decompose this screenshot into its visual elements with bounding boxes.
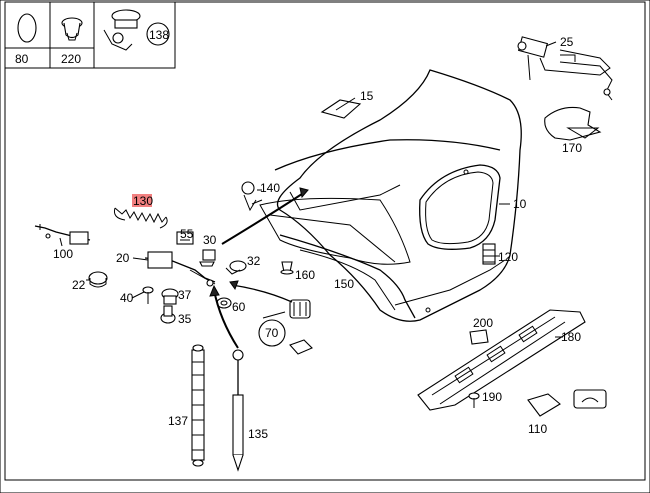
- legend-label-80: 80: [15, 52, 29, 66]
- part-160: [280, 261, 294, 275]
- screw-40: [142, 286, 154, 304]
- rail-180: [417, 309, 586, 411]
- cable-100: [34, 224, 91, 247]
- label-180: 180: [561, 330, 581, 344]
- label-190: 190: [482, 390, 502, 404]
- label-135: 135: [248, 427, 268, 441]
- label-130[interactable]: 130: [133, 194, 153, 208]
- label-160: 160: [295, 268, 315, 282]
- label-22: 22: [72, 278, 86, 292]
- label-25: 25: [560, 35, 574, 49]
- part-37: [161, 288, 179, 305]
- panel-15: [320, 99, 362, 119]
- bracket-170: [544, 106, 602, 141]
- light-110: [527, 389, 607, 417]
- label-170: 170: [562, 141, 582, 155]
- label-60: 60: [232, 300, 246, 314]
- label-150: 150: [334, 277, 354, 291]
- label-32: 32: [247, 254, 261, 268]
- legend-label-138: 138: [149, 28, 169, 42]
- plug-220-icon: [61, 17, 83, 41]
- label-120: 120: [498, 250, 518, 264]
- arrows: [209, 187, 309, 349]
- screw-190: [468, 392, 480, 408]
- lock-assembly-25: [517, 36, 613, 101]
- label-10: 10: [513, 197, 527, 211]
- spring-130: [114, 207, 168, 229]
- highlight-130: [132, 194, 152, 207]
- part-labels: 15 25 170 10 140 130 30 55 100 20 32 160…: [53, 35, 582, 441]
- label-35: 35: [178, 312, 192, 326]
- gas-strut-137: [191, 344, 205, 467]
- leader-lines: [86, 41, 563, 338]
- bumper-120: [482, 243, 496, 265]
- bolt-30: [199, 249, 216, 267]
- label-110: 110: [528, 422, 547, 436]
- label-15: 15: [360, 89, 374, 103]
- clip-138-icon: [103, 9, 170, 51]
- washer-80-icon: [17, 13, 37, 43]
- part-200: [469, 329, 489, 345]
- lock-mechanism-20: [144, 231, 216, 287]
- legend-label-220: 220: [61, 52, 81, 66]
- grommet-60: [216, 297, 232, 309]
- label-70: 70: [265, 326, 279, 340]
- gas-strut-135: [232, 349, 244, 472]
- label-40: 40: [120, 291, 134, 305]
- part-22: [88, 271, 108, 288]
- label-100: 100: [53, 247, 73, 261]
- bolt-32: [225, 260, 247, 275]
- label-20: 20: [116, 251, 130, 265]
- label-140: 140: [260, 181, 280, 195]
- latch-hook-140: [241, 181, 263, 212]
- knob-70: [258, 299, 313, 355]
- part-35: [160, 305, 176, 324]
- label-137: 137: [168, 414, 188, 428]
- trunk-lid: [259, 69, 522, 322]
- label-37: 37: [178, 288, 192, 302]
- label-30: 30: [203, 233, 217, 247]
- label-200: 200: [473, 316, 493, 330]
- label-55: 55: [180, 227, 194, 241]
